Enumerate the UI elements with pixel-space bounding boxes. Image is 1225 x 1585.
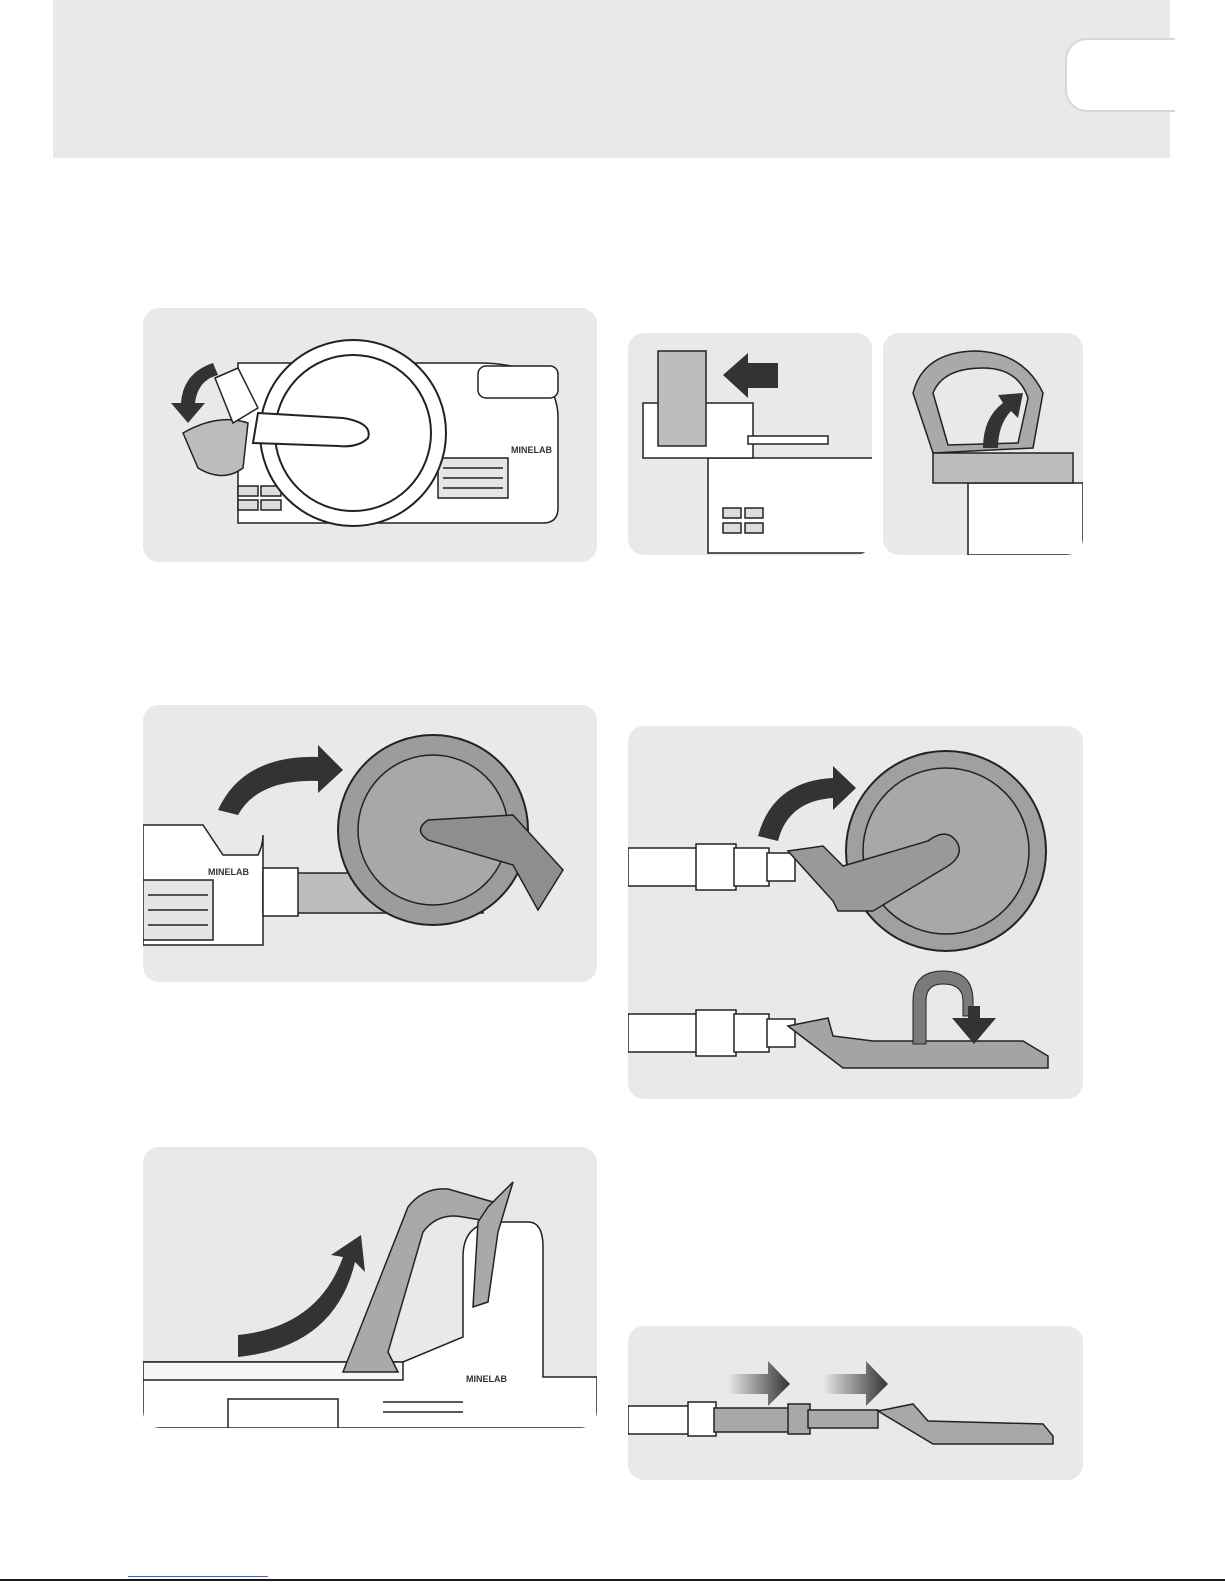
control-box-icon	[143, 825, 263, 945]
curved-arrow-right-icon	[758, 766, 856, 841]
figure-1-illustration: MINELAB	[143, 308, 597, 562]
footer-link[interactable]	[128, 1576, 268, 1577]
figure-6-illustration: MINELAB	[143, 1147, 597, 1428]
brand-logo-small: MINELAB	[208, 867, 249, 877]
curved-arrow-right-icon	[218, 745, 343, 815]
arrow-right-icon	[728, 1361, 790, 1406]
figure-5-panel	[628, 726, 1083, 1099]
figure-3-panel	[883, 333, 1083, 555]
figure-4-illustration: MINELAB	[143, 705, 597, 982]
figure-3-illustration	[883, 333, 1083, 555]
arrow-left-icon	[723, 353, 778, 398]
battery-icon	[658, 351, 706, 446]
section-tab	[1065, 38, 1175, 112]
footer-rule	[0, 1579, 1225, 1581]
curved-arrow-down-icon	[171, 363, 218, 423]
figure-5-illustration	[628, 726, 1083, 1099]
brand-logo: MINELAB	[511, 445, 552, 455]
shaft-lower-icon	[628, 1010, 795, 1056]
figure-7-illustration	[628, 1326, 1083, 1480]
figure-4-panel: MINELAB	[143, 705, 597, 982]
brand-logo-handle: MINELAB	[466, 1374, 507, 1384]
figure-6-panel: MINELAB	[143, 1147, 597, 1428]
strap-icon	[913, 971, 973, 1044]
shaft-upper-icon	[628, 844, 795, 890]
figure-2-panel	[628, 333, 872, 555]
figure-1-panel: MINELAB	[143, 308, 597, 562]
curved-arrow-down-icon	[952, 1006, 996, 1044]
shaft-icon	[628, 1402, 1053, 1444]
figure-7-panel	[628, 1326, 1083, 1480]
arrow-right-icon	[823, 1361, 888, 1406]
coil-icon	[338, 735, 563, 925]
page-header-band	[53, 0, 1170, 158]
curved-arrow-up-icon	[238, 1235, 365, 1357]
figure-2-illustration	[628, 333, 872, 555]
